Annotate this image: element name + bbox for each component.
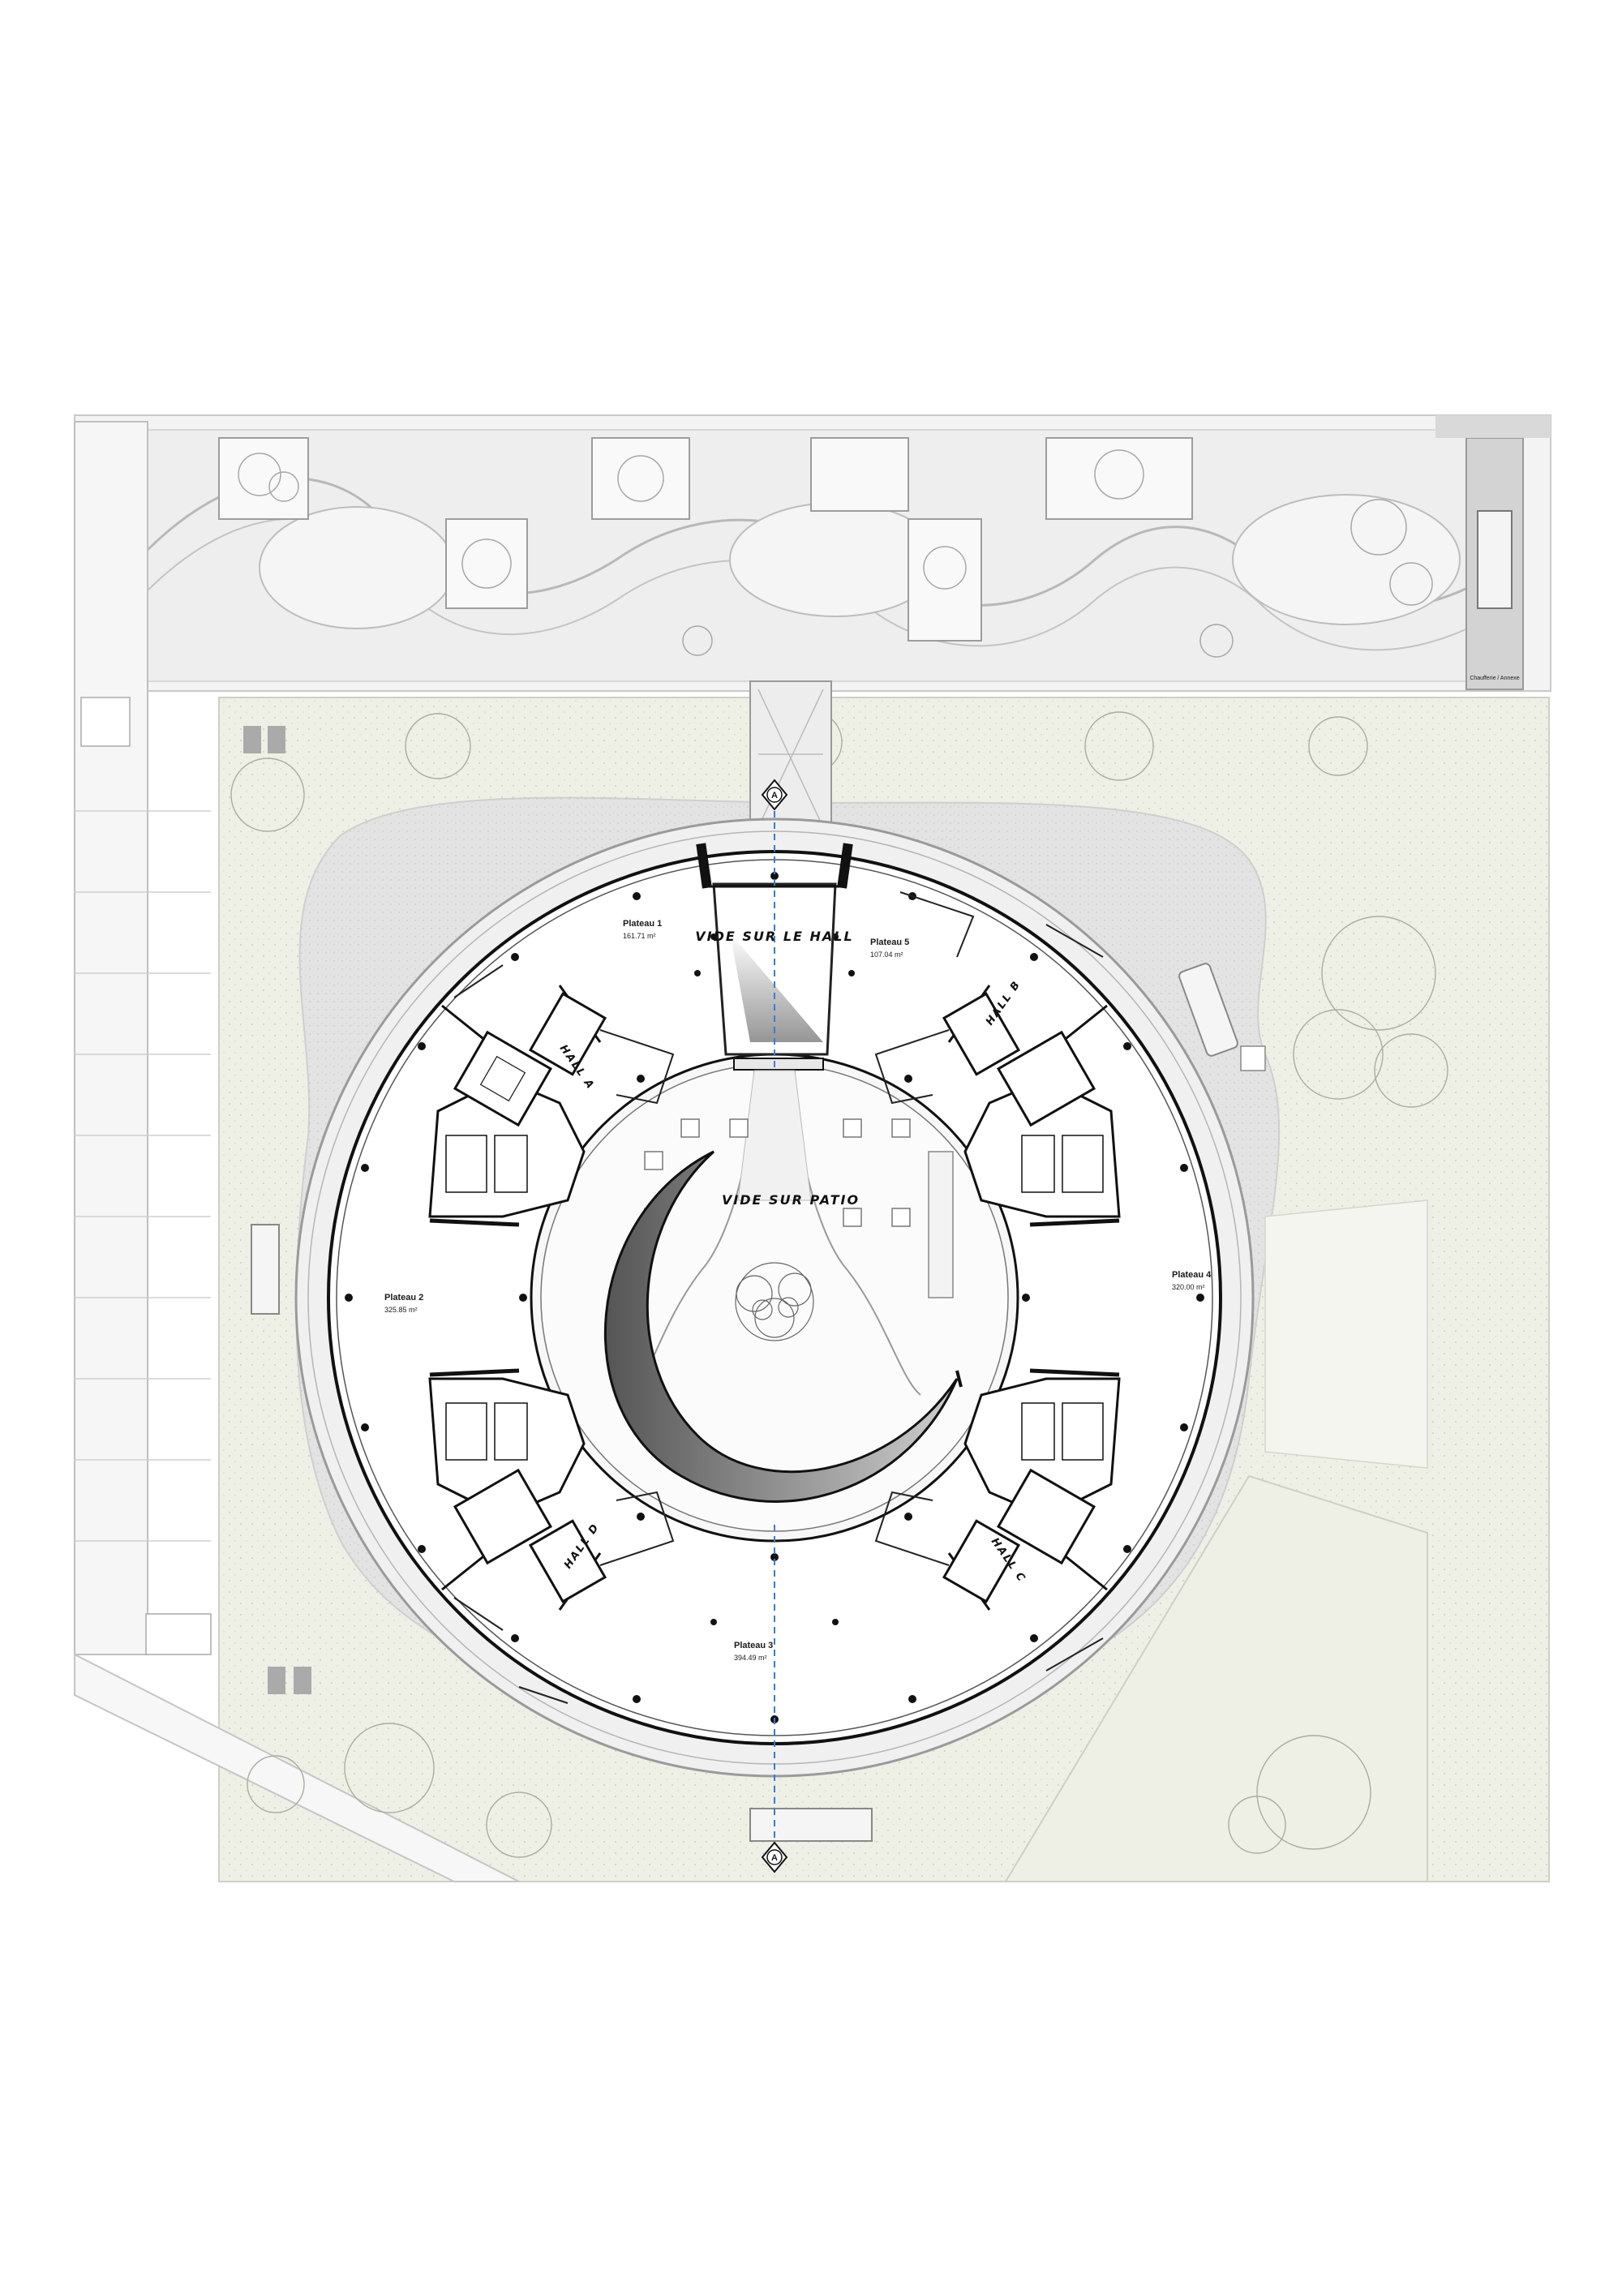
section-marker-label: A [771, 1853, 778, 1863]
hall-void [696, 843, 853, 1071]
service-core-c [942, 1368, 1121, 1603]
section-marker-south: A [761, 1841, 788, 1873]
plateau-area: 394.49 m² [734, 1654, 767, 1662]
plateau-area: 107.04 m² [870, 951, 903, 959]
plateau-area: 320.00 m² [1172, 1283, 1205, 1291]
circular-building [294, 811, 1255, 1857]
north-garden: Chaufferie / Annexe [74, 414, 1551, 692]
plateau-area: 161.71 m² [623, 932, 656, 940]
plateau-5-label: Plateau 5 107.04 m² [870, 938, 909, 959]
service-core-d [428, 1368, 607, 1603]
plateau-name: Plateau 3 [734, 1641, 773, 1650]
plateau-name: Plateau 5 [870, 938, 909, 947]
entry-bridge [749, 680, 832, 836]
section-marker-label: A [771, 791, 778, 800]
site-annex-label: Chaufferie / Annexe [1470, 676, 1519, 681]
service-core-a [428, 992, 607, 1227]
plateau-area: 325.85 m² [384, 1306, 418, 1314]
hall-void-label: VIDE SUR LE HALL [695, 929, 853, 944]
plateau-2-label: Plateau 2 325.85 m² [384, 1293, 423, 1314]
plateau-1-label: Plateau 1 161.71 m² [623, 919, 662, 940]
west-strip [74, 421, 212, 1655]
plateau-3-label: Plateau 3 394.49 m² [734, 1641, 773, 1662]
plateau-4-label: Plateau 4 320.00 m² [1172, 1270, 1212, 1291]
patio-void-label: VIDE SUR PATIO [722, 1192, 860, 1208]
plateau-name: Plateau 2 [384, 1293, 423, 1302]
plateau-name: Plateau 4 [1172, 1270, 1212, 1280]
service-core-b [942, 992, 1121, 1227]
section-marker-north: A [761, 779, 788, 811]
plateau-name: Plateau 1 [623, 919, 662, 929]
central-patio [603, 1070, 963, 1503]
